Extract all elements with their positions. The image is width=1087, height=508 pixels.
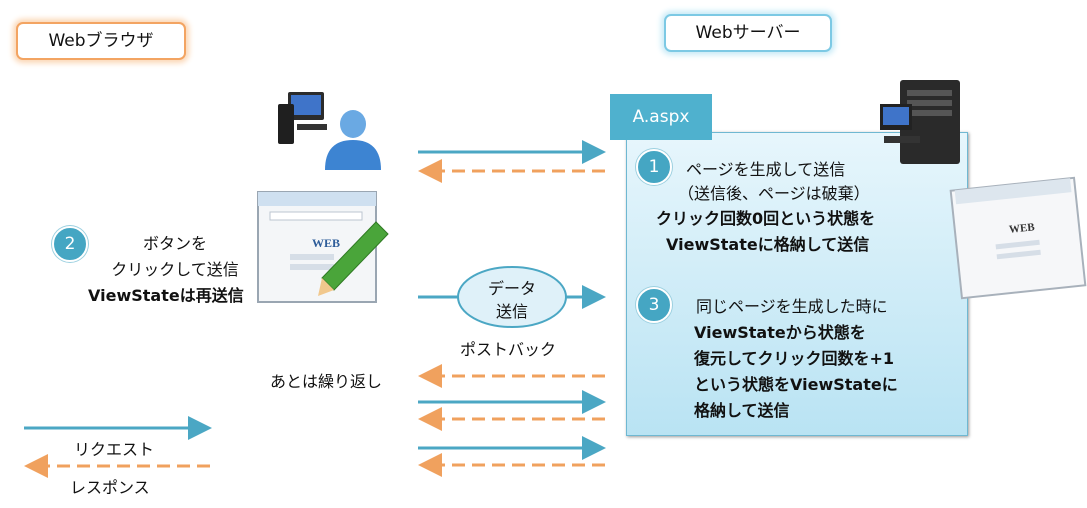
data-bubble-line1: データ <box>487 279 536 298</box>
step1-line2: （送信後、ページは破棄） <box>678 184 870 203</box>
server-title: Webサーバー <box>664 14 832 52</box>
step1-line4: ViewStateに格納して送信 <box>666 235 870 254</box>
step1-line3: クリック回数0回という状態を <box>656 209 876 228</box>
step3-line1: 同じページを生成した時に <box>696 297 888 316</box>
step1-line1: ページを生成して送信 <box>686 160 846 179</box>
server-tower-icon <box>880 80 960 164</box>
step3-line4: という状態をViewStateに <box>694 375 898 394</box>
repeat-label: あとは繰り返し <box>270 372 383 391</box>
step3-line3: 復元してクリック回数を+1 <box>694 349 895 368</box>
step2-line1: ボタンを <box>142 234 207 253</box>
step2-line2: クリックして送信 <box>111 260 239 279</box>
browser-title: Webブラウザ <box>16 22 186 60</box>
step3-line2: ViewStateから状態を <box>694 323 866 342</box>
page-tab: A.aspx <box>610 94 712 140</box>
server-page-panel <box>626 132 968 436</box>
step2-number-badge: 2 <box>52 226 88 262</box>
step2-line3: ViewStateは再送信 <box>88 286 244 305</box>
legend-response-label: レスポンス <box>70 478 150 497</box>
step1-number-badge: 1 <box>636 149 672 185</box>
step3-line5: 格納して送信 <box>694 401 790 420</box>
browser-edit-icon: WEB <box>257 191 389 303</box>
svg-text:WEB: WEB <box>312 236 340 250</box>
data-bubble-line2: 送信 <box>495 302 528 321</box>
svg-text:WEB: WEB <box>1008 221 1035 236</box>
legend-request-label: リクエスト <box>74 440 155 459</box>
postback-label: ポストバック <box>460 340 557 359</box>
data-bubble <box>457 266 567 328</box>
browser-window-icon: WEB <box>949 176 1087 300</box>
step3-number-badge: 3 <box>636 287 672 323</box>
computer-user-icon <box>278 92 381 170</box>
